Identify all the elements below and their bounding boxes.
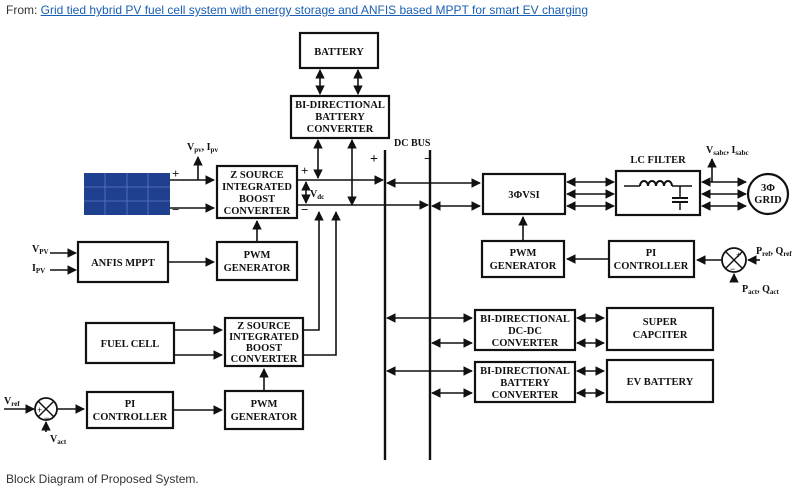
dcdc-line3: CONVERTER xyxy=(492,338,559,349)
pv-panel-image xyxy=(84,173,170,215)
pv-plus: + xyxy=(172,166,179,181)
summing-junction-power xyxy=(721,247,747,273)
pref-qref-label: Pref, Qref xyxy=(756,246,792,258)
capacitor-icon xyxy=(672,186,688,210)
dcdc-line1: BI-DIRECTIONAL xyxy=(480,314,570,325)
zs-out-minus: − xyxy=(301,202,308,217)
zsource-pv-line2: INTEGRATED xyxy=(222,182,292,193)
ev-battery-block xyxy=(605,358,715,404)
inductor-icon xyxy=(624,180,692,187)
lc-filter-label: LC FILTER xyxy=(630,155,686,166)
dc-bus-label: DC BUS xyxy=(394,138,431,149)
vpv-input-label: VPV xyxy=(32,244,49,256)
grid-line2: GRID xyxy=(754,195,782,206)
zsource-fc-line1: Z SOURCE xyxy=(237,321,290,332)
three-phase-vsi-block xyxy=(481,172,567,216)
bidir-dcdc-converter-block xyxy=(473,308,577,352)
bidir-batt-top-line1: BI-DIRECTIONAL xyxy=(295,100,385,111)
pv-minus: − xyxy=(172,202,179,217)
zs-fc-to-bus-neg xyxy=(303,211,341,356)
dcdc-line2: DC-DC xyxy=(508,326,542,337)
pi-grid-line1: PI xyxy=(646,248,657,259)
bidir-battery-converter-top-block xyxy=(289,94,391,140)
bidir-battery-converter-ev-block xyxy=(473,360,577,404)
pi-fc-line1: PI xyxy=(125,399,136,410)
anfis-mppt-label: ANFIS MPPT xyxy=(91,258,155,269)
pwm-pv-line1: PWM xyxy=(244,250,271,261)
evconv-line3: CONVERTER xyxy=(492,390,559,401)
pwm-generator-fc-block xyxy=(223,389,305,431)
zs-out-plus: + xyxy=(301,163,308,178)
supercap-line1: SUPER xyxy=(643,317,678,328)
pact-qact-label: Pact, Qact xyxy=(742,284,779,296)
vsabc-isabc-label: Vsabc, Isabc xyxy=(706,145,749,157)
fuel-cell-block xyxy=(84,321,176,365)
source-line: From: Grid tied hybrid PV fuel cell syst… xyxy=(6,3,588,17)
pwm-vsi-line1: PWM xyxy=(510,248,537,259)
pi-grid-line2: CONTROLLER xyxy=(614,261,689,272)
bidir-batt-top-line3: CONVERTER xyxy=(307,124,374,135)
psum-plus: + xyxy=(736,250,741,260)
pwm-fc-line2: GENERATOR xyxy=(231,412,298,423)
vpv-ipv-label: Vpv, Ipv xyxy=(187,142,218,154)
evconv-line1: BI-DIRECTIONAL xyxy=(480,366,570,377)
source-prefix: From: xyxy=(6,3,41,17)
vsum-plus: + xyxy=(37,405,42,415)
zsource-fc-line4: CONVERTER xyxy=(231,354,298,365)
pi-controller-grid-block xyxy=(607,239,696,279)
figure-caption: Block Diagram of Proposed System. xyxy=(6,472,199,486)
ipv-input-label: IPV xyxy=(32,263,45,275)
vsum-minus: − xyxy=(44,413,49,423)
ev-battery-label: EV BATTERY xyxy=(627,377,694,388)
battery-label: BATTERY xyxy=(314,47,364,58)
pwm-generator-vsi-block xyxy=(480,239,566,279)
zs-fc-to-bus-pos xyxy=(303,211,324,331)
pwm-vsi-line2: GENERATOR xyxy=(490,261,557,272)
pwm-pv-line2: GENERATOR xyxy=(224,263,291,274)
bidir-batt-top-line2: BATTERY xyxy=(315,112,365,123)
supercap-line2: CAPCITER xyxy=(633,330,688,341)
pwm-generator-pv-block xyxy=(215,240,299,282)
source-article-link[interactable]: Grid tied hybrid PV fuel cell system wit… xyxy=(40,3,589,17)
zsource-pv-block xyxy=(215,164,299,220)
zsource-pv-line3: BOOST xyxy=(239,194,275,205)
vref-label: Vref xyxy=(4,396,20,408)
lc-filter-block xyxy=(614,169,702,217)
evconv-line2: BATTERY xyxy=(500,378,550,389)
zsource-fc-line3: BOOST xyxy=(246,343,282,354)
grid-line1: 3Φ xyxy=(761,183,775,194)
dc-bus-plus: + xyxy=(370,152,378,167)
psum-minus: − xyxy=(730,264,735,274)
super-capacitor-block xyxy=(605,306,715,352)
zsource-pv-line4: CONVERTER xyxy=(224,206,291,217)
dc-bus-minus: − xyxy=(424,152,432,167)
pwm-fc-line1: PWM xyxy=(251,399,278,410)
zsource-pv-line1: Z SOURCE xyxy=(230,170,283,181)
pi-fc-line2: CONTROLLER xyxy=(93,412,168,423)
vdc-label: Vdc xyxy=(310,189,324,201)
zsource-fc-block xyxy=(223,316,305,368)
vact-label: Vact xyxy=(50,434,67,446)
three-phase-grid-circle xyxy=(746,172,790,216)
battery-block xyxy=(298,31,380,70)
fuel-cell-label: FUEL CELL xyxy=(101,339,160,350)
zsource-fc-line2: INTEGRATED xyxy=(229,332,299,343)
vsi-label: 3ΦVSI xyxy=(508,190,539,201)
